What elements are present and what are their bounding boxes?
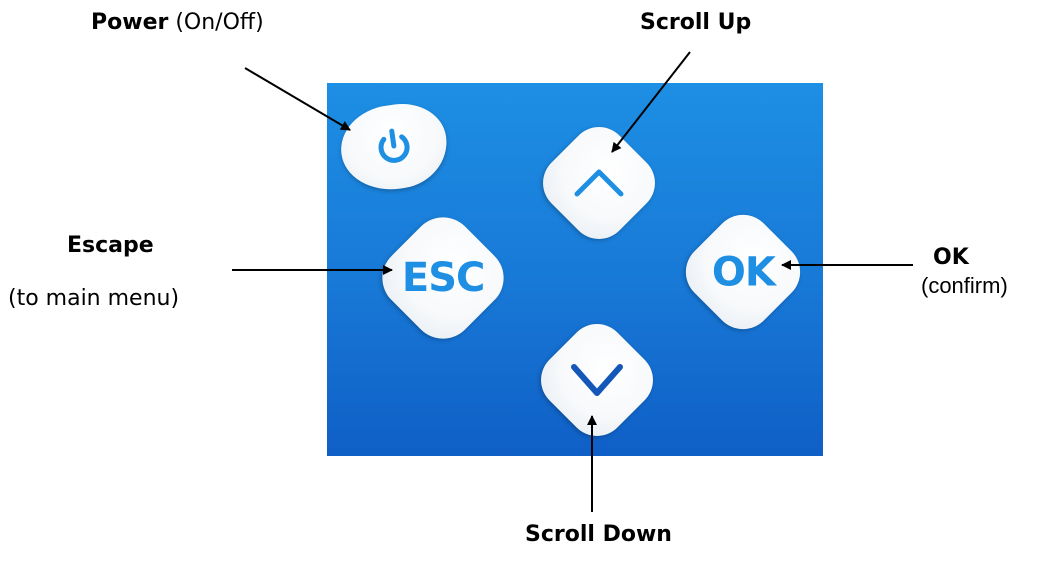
keypad-panel: ESC OK [327, 83, 823, 456]
power-label-title: Power [91, 10, 169, 35]
chevron-up-icon [574, 169, 624, 197]
power-label-sub: (On/Off) [175, 10, 264, 35]
power-icon [378, 128, 410, 163]
scroll-up-label: Scroll Up [640, 10, 752, 35]
ok-label-title: OK [933, 245, 969, 270]
chevron-down-icon [571, 364, 623, 396]
ok-button-label: OK [711, 249, 775, 295]
escape-button[interactable]: ESC [369, 204, 517, 352]
scroll-up-button[interactable] [531, 115, 667, 251]
escape-button-label: ESC [401, 255, 485, 301]
scroll-down-label: Scroll Down [525, 522, 672, 547]
ok-label-sub: (confirm) [921, 273, 1008, 298]
power-button[interactable] [335, 98, 453, 196]
scroll-down-button[interactable] [529, 312, 665, 448]
power-label: Power (On/Off) [91, 10, 264, 36]
escape-label-title: Escape [67, 233, 154, 258]
escape-label-sub: (to main menu) [8, 286, 180, 311]
ok-button[interactable]: OK [673, 202, 813, 342]
